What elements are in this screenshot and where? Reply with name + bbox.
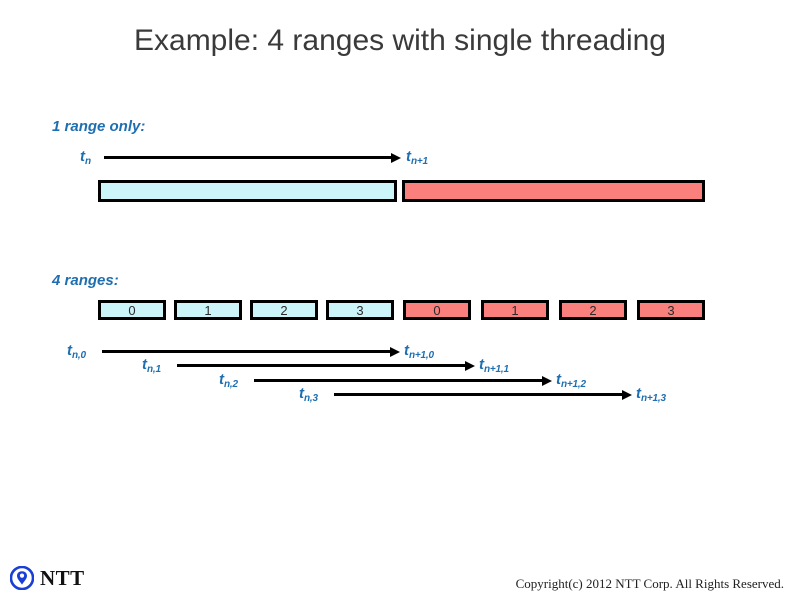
range-box-red-2: 2 (559, 300, 627, 320)
ntt-wordmark: NTT (40, 565, 85, 590)
copyright-text: Copyright(c) 2012 NTT Corp. All Rights R… (515, 576, 784, 591)
label-tn12-end: tn+1,2 (556, 371, 586, 390)
label-tn10-end-sub: n+1,0 (409, 350, 434, 361)
label-tn12-end-base: t (556, 371, 561, 388)
label-tn3-start: tn,3 (299, 385, 318, 404)
bar-single-range-cyan (98, 180, 397, 202)
label-tn2-start-base: t (219, 371, 224, 388)
label-tn10-end-base: t (404, 342, 409, 359)
label-tn11-end-sub: n+1,1 (484, 364, 509, 375)
range-box-label: 1 (511, 302, 519, 318)
range-box-label: 0 (433, 302, 441, 318)
section-caption-single-range: 1 range only: (52, 118, 146, 135)
label-tn1-end-sub: n+1 (411, 156, 428, 167)
label-tn1-start-base: t (142, 356, 147, 373)
section-caption-four-ranges: 4 ranges: (52, 272, 119, 289)
label-tn1-start: tn,1 (142, 356, 161, 375)
range-box-red-1: 1 (481, 300, 549, 320)
label-tn2-start-sub: n,2 (224, 379, 238, 390)
range-box-red-0: 0 (403, 300, 471, 320)
arrow-range-0 (102, 350, 391, 353)
label-tn-start-base: t (80, 148, 85, 165)
range-box-label: 3 (356, 302, 364, 318)
bar-single-range-red (402, 180, 705, 202)
arrow-range-3 (334, 393, 623, 396)
label-tn3-start-sub: n,3 (304, 393, 318, 404)
arrow-range-1 (177, 364, 466, 367)
range-box-label: 1 (204, 302, 212, 318)
range-box-label: 2 (589, 302, 597, 318)
range-box-label: 2 (280, 302, 288, 318)
arrow-single-range (104, 156, 392, 159)
range-box-cyan-1: 1 (174, 300, 242, 320)
range-box-cyan-3: 3 (326, 300, 394, 320)
label-tn10-end: tn+1,0 (404, 342, 434, 361)
range-box-cyan-2: 2 (250, 300, 318, 320)
label-tn2-start: tn,2 (219, 371, 238, 390)
label-tn1-end-base: t (406, 148, 411, 165)
range-box-cyan-0: 0 (98, 300, 166, 320)
ntt-logo: NTT (10, 566, 85, 590)
arrow-range-2 (254, 379, 543, 382)
label-tn0-start-base: t (67, 342, 72, 359)
label-tn12-end-sub: n+1,2 (561, 379, 586, 390)
range-box-red-3: 3 (637, 300, 705, 320)
range-box-label: 3 (667, 302, 675, 318)
label-tn1-start-sub: n,1 (147, 364, 161, 375)
label-tn-start: tn (80, 148, 91, 167)
ntt-circle-mark (10, 566, 34, 590)
page-title: Example: 4 ranges with single threading (134, 24, 666, 57)
label-tn11-end: tn+1,1 (479, 356, 509, 375)
label-tn-start-sub: n (85, 156, 91, 167)
label-tn0-start-sub: n,0 (72, 350, 86, 361)
label-tn11-end-base: t (479, 356, 484, 373)
label-tn13-end: tn+1,3 (636, 385, 666, 404)
label-tn13-end-sub: n+1,3 (641, 393, 666, 404)
label-tn3-start-base: t (299, 385, 304, 402)
label-tn13-end-base: t (636, 385, 641, 402)
range-box-label: 0 (128, 302, 136, 318)
label-tn0-start: tn,0 (67, 342, 86, 361)
label-tn1-end: tn+1 (406, 148, 428, 167)
